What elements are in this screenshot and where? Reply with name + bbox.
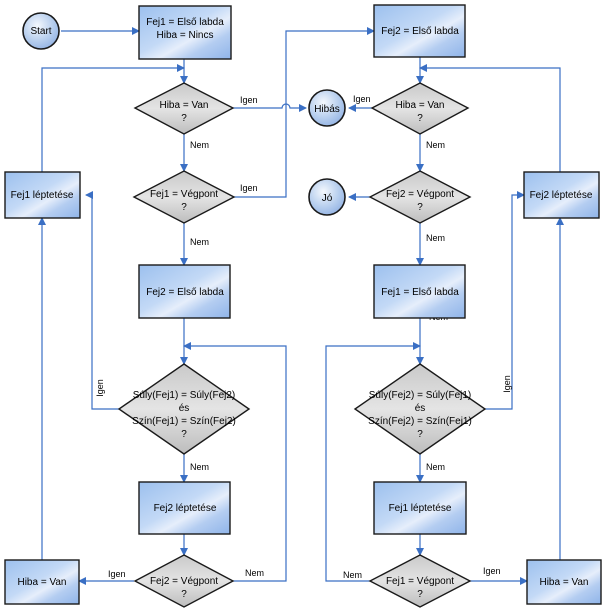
node-label: ? (181, 429, 187, 440)
node-fej1-init: Fej1 = Első labda Hiba = Nincs (138, 5, 232, 60)
node-label: Hiba = Van (17, 577, 66, 588)
node-jo: Jó (308, 178, 346, 216)
node-label: Fej2 = Végpont (150, 576, 218, 587)
node-label: Fej2 = Első labda (381, 26, 459, 37)
node-label: ? (181, 202, 187, 213)
node-label: Fej1 léptetése (11, 190, 74, 201)
node-label: Fej1 léptetése (389, 503, 452, 514)
node-label: Szín(Fej1) = Szín(Fej2) (132, 416, 236, 427)
edge-fej2-lep-right-loop (419, 64, 561, 172)
node-fej2-lep-left: Fej2 léptetése (138, 481, 231, 535)
node-fej1-lep-left: Fej1 léptetése (4, 171, 81, 219)
node-fej2-lep-right: Fej2 léptetése (523, 171, 600, 219)
label-nem: Nem (426, 233, 445, 243)
node-label: Fej2 = Végpont (386, 189, 454, 200)
label-nem: Nem (190, 462, 209, 472)
node-hiba-check-right: Hiba = Van ? (370, 82, 470, 135)
node-fej1-elso: Fej1 = Első labda (373, 264, 466, 319)
node-label: Start (30, 26, 51, 37)
node-label: ? (417, 429, 423, 440)
edges (38, 27, 564, 585)
node-label: Fej2 léptetése (154, 503, 217, 514)
node-fej2-elso: Fej2 = Első labda (138, 264, 231, 319)
node-label: ? (417, 202, 423, 213)
label-nem: Nem (190, 140, 209, 150)
node-label: Hiba = Nincs (157, 30, 214, 41)
node-label: ? (417, 589, 423, 600)
label-igen: Igen (240, 183, 258, 193)
node-label: ? (417, 113, 423, 124)
node-label: és (415, 403, 426, 414)
node-hiba-van-right: Hiba = Van (526, 559, 602, 605)
node-fej1-vegpont: Fej1 = Végpont ? (132, 170, 236, 224)
label-igen: Igen (483, 566, 501, 576)
edge-fej1-lep-left-loop (41, 64, 185, 172)
node-label: Fej1 = Végpont (150, 189, 218, 200)
label-nem: Nem (426, 140, 445, 150)
node-label: Hiba = Van (539, 577, 588, 588)
node-label: ? (181, 589, 187, 600)
label-nem: Nem (343, 570, 362, 580)
node-label: ? (181, 113, 187, 124)
label-igen: Igen (353, 94, 371, 104)
label-igen: Igen (240, 95, 258, 105)
node-fej1-lep-right: Fej1 léptetése (373, 481, 467, 535)
node-label: és (179, 403, 190, 414)
node-label: Fej2 = Első labda (146, 287, 224, 298)
node-label: Hiba = Van (395, 100, 444, 111)
node-label: Fej1 = Első labda (381, 287, 459, 298)
node-compare-left: Súly(Fej1) = Súly(Fej2) és Szín(Fej1) = … (117, 363, 251, 455)
node-fej2-top-right: Fej2 = Első labda (373, 4, 466, 58)
node-start: Start (22, 12, 60, 50)
label-igen: Igen (502, 375, 512, 393)
node-fej1-vegpont-right: Fej1 = Végpont ? (368, 554, 472, 608)
node-hiba-check-left: Hiba = Van ? (133, 82, 235, 135)
label-igen: Igen (108, 569, 126, 579)
label-nem: Nem (190, 237, 209, 247)
node-label: Szín(Fej2) = Szín(Fej1) (368, 416, 472, 427)
edge-fej1-vegpont-right-no (325, 342, 421, 582)
edge-labels: Igen Nem Igen Nem Igen Nem Igen Nem Igen… (95, 94, 512, 580)
node-compare-right: Súly(Fej2) = Súly(Fej1) és Szín(Fej2) = … (353, 363, 487, 455)
node-fej2-vegpont-left: Fej2 = Végpont ? (133, 554, 235, 608)
label-nem: Nem (245, 568, 264, 578)
node-hiba-van-left: Hiba = Van (4, 559, 80, 605)
node-label: Fej2 léptetése (530, 190, 593, 201)
node-label: Súly(Fej2) = Súly(Fej1) (369, 390, 472, 401)
node-label: Hibás (314, 104, 340, 115)
label-igen: Igen (95, 379, 105, 397)
edge-fej2-vegpont-left-no (183, 342, 287, 582)
node-label: Fej1 = Végpont (386, 576, 454, 587)
edge-compare-right-yes (468, 191, 525, 410)
node-fej2-vegpont-right: Fej2 = Végpont ? (368, 170, 472, 224)
node-hibas: Hibás (308, 89, 346, 127)
label-nem: Nem (426, 462, 445, 472)
node-label: Súly(Fej1) = Súly(Fej2) (133, 390, 236, 401)
edge-compare-left-yes (85, 191, 136, 410)
edge-fej1-vegpont-yes (234, 27, 375, 198)
node-label: Hiba = Van (159, 100, 208, 111)
node-label: Jó (322, 193, 333, 204)
node-label: Fej1 = Első labda (146, 17, 224, 28)
